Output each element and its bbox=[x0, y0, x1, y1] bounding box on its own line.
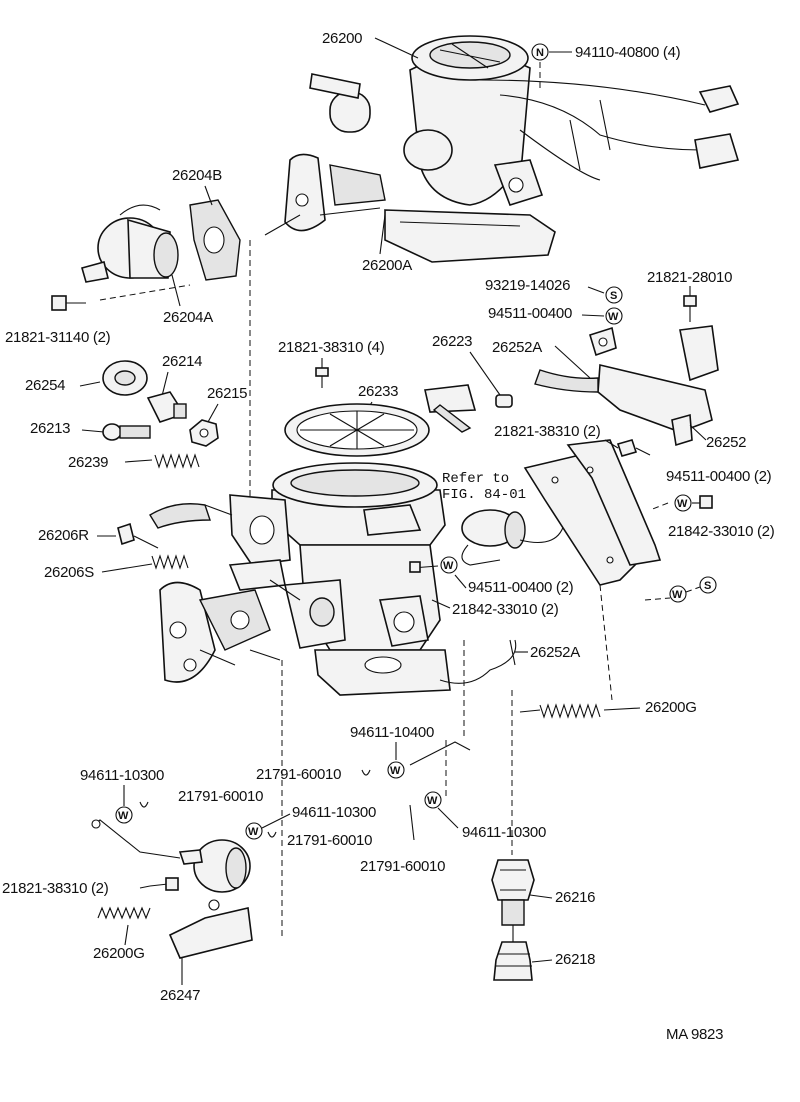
label-21842-33010-2b: 21842-33010 (2) bbox=[452, 601, 559, 618]
label-21791-60010-d: 21791-60010 bbox=[360, 858, 445, 875]
symbol-w-circle-top: W bbox=[605, 307, 623, 325]
symbol-w-circle-mid: W bbox=[440, 556, 458, 574]
label-94110-40800: 94110-40800 (4) bbox=[575, 44, 681, 61]
svg-text:S: S bbox=[704, 580, 711, 592]
label-94511-00400-2b: 94511-00400 (2) bbox=[468, 579, 574, 596]
svg-text:W: W bbox=[672, 589, 683, 601]
carburetor-assembly-top bbox=[264, 35, 740, 263]
symbol-w-circle-10300a: W bbox=[115, 806, 133, 824]
svg-text:W: W bbox=[677, 498, 688, 510]
part-26206R-screw bbox=[117, 522, 159, 549]
gasket-26233 bbox=[284, 403, 430, 457]
symbol-w-circle-right1: W bbox=[674, 494, 692, 512]
part-26213-screw bbox=[102, 423, 151, 441]
label-26206S: 26206S bbox=[44, 564, 94, 581]
part-26206S-spring bbox=[151, 554, 189, 570]
label-26200A: 26200A bbox=[362, 257, 412, 274]
label-26200G-right: 26200G bbox=[645, 699, 697, 716]
svg-text:W: W bbox=[118, 810, 129, 822]
refer-fig-text: FIG. 84-01 bbox=[442, 487, 526, 503]
throttle-linkage bbox=[159, 559, 301, 683]
part-26216 bbox=[491, 859, 535, 926]
label-21842-33010-2a: 21842-33010 (2) bbox=[668, 523, 775, 540]
actuator-26204 bbox=[51, 199, 241, 311]
label-93219-14026: 93219-14026 bbox=[485, 277, 570, 294]
spring-26200G-left bbox=[97, 906, 151, 920]
symbol-s-circle-right: S bbox=[699, 576, 717, 594]
label-26233: 26233 bbox=[358, 383, 398, 400]
svg-text:W: W bbox=[608, 311, 619, 323]
label-21821-28010: 21821-28010 bbox=[647, 269, 732, 286]
label-26252: 26252 bbox=[706, 434, 746, 451]
label-21821-38310-4: 21821-38310 (4) bbox=[278, 339, 385, 356]
svg-text:W: W bbox=[390, 765, 401, 777]
label-26247: 26247 bbox=[160, 987, 200, 1004]
refer-to-text: Refer to bbox=[442, 471, 509, 487]
symbol-w-circle-10300b: W bbox=[245, 822, 263, 840]
symbol-w-circle-10400: W bbox=[387, 761, 405, 779]
svg-text:W: W bbox=[427, 795, 438, 807]
label-26215: 26215 bbox=[207, 385, 247, 402]
label-21821-38310-2b: 21821-38310 (2) bbox=[2, 880, 109, 897]
bracket-26247 bbox=[168, 899, 253, 959]
label-26239: 26239 bbox=[68, 454, 108, 471]
symbol-w-circle-10300c: W bbox=[424, 791, 442, 809]
label-26218: 26218 bbox=[555, 951, 595, 968]
label-26204A: 26204A bbox=[163, 309, 213, 326]
label-26223: 26223 bbox=[432, 333, 472, 350]
part-26223-bracket bbox=[424, 384, 513, 433]
part-26254-clip bbox=[102, 360, 148, 396]
label-21791-60010-c: 21791-60010 bbox=[287, 832, 372, 849]
label-21791-60010-a: 21791-60010 bbox=[256, 766, 341, 783]
symbol-n-circle: N bbox=[531, 43, 549, 61]
svg-text:S: S bbox=[610, 290, 617, 302]
label-94611-10400: 94611-10400 bbox=[350, 724, 434, 741]
label-26252A-mid: 26252A bbox=[530, 644, 580, 661]
diagram-code: MA 9823 bbox=[666, 1026, 723, 1043]
label-26214: 26214 bbox=[162, 353, 202, 370]
label-26216: 26216 bbox=[555, 889, 595, 906]
label-94611-10300-c: 94611-10300 bbox=[462, 824, 546, 841]
label-26252A-top: 26252A bbox=[492, 339, 542, 356]
spring-26200G-right bbox=[519, 703, 641, 719]
part-26218 bbox=[493, 941, 533, 981]
label-94611-10300-a: 94611-10300 bbox=[80, 767, 164, 784]
label-94511-00400: 94511-00400 bbox=[488, 305, 572, 322]
label-21821-31140: 21821-31140 (2) bbox=[5, 329, 111, 346]
label-94611-10300-b: 94611-10300 bbox=[292, 804, 376, 821]
svg-text:W: W bbox=[443, 560, 454, 572]
throttle-positioner bbox=[461, 509, 566, 566]
part-26214-valve bbox=[146, 391, 187, 423]
svg-text:N: N bbox=[536, 47, 544, 59]
label-94511-00400-2a: 94511-00400 (2) bbox=[666, 468, 772, 485]
diaphragm-assembly bbox=[91, 819, 251, 893]
label-26254: 26254 bbox=[25, 377, 65, 394]
label-26206R: 26206R bbox=[38, 527, 89, 544]
label-26200G-left: 26200G bbox=[93, 945, 145, 962]
label-21821-38310-2a: 21821-38310 (2) bbox=[494, 423, 601, 440]
part-26239-spring bbox=[154, 453, 200, 469]
label-26213: 26213 bbox=[30, 420, 70, 437]
symbol-w-circle-right2: W bbox=[669, 585, 687, 603]
bracket-26252 bbox=[534, 325, 719, 447]
part-26215-nut bbox=[189, 419, 219, 447]
mounting-plate bbox=[523, 439, 662, 586]
symbol-s-circle-top: S bbox=[605, 286, 623, 304]
screw-21821-38310 bbox=[149, 877, 179, 891]
carburetor-body-main bbox=[149, 462, 517, 696]
svg-text:W: W bbox=[248, 826, 259, 838]
label-26200: 26200 bbox=[322, 30, 362, 47]
label-26204B: 26204B bbox=[172, 167, 222, 184]
label-21791-60010-b: 21791-60010 bbox=[178, 788, 263, 805]
